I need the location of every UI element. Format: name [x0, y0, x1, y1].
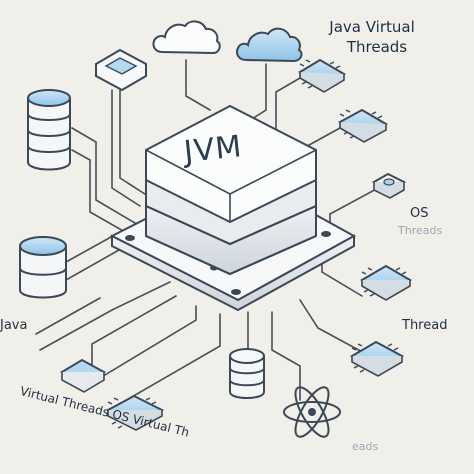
cpu-chip-icon	[298, 58, 346, 93]
disk-node-icon	[371, 172, 407, 199]
threads-fragment-label: eads	[352, 440, 379, 453]
database-icon	[27, 89, 71, 171]
cpu-chip-icon	[349, 340, 405, 377]
cloud-icon	[236, 27, 303, 63]
jvm-server-stack-icon	[145, 104, 317, 276]
os-label: OS	[410, 206, 429, 221]
cpu-chip-icon	[337, 108, 389, 143]
cube-node-icon	[59, 358, 107, 393]
os-threads-label: Threads	[398, 224, 443, 237]
cpu-chip-icon	[360, 264, 412, 301]
cpu-chip-icon	[105, 394, 165, 431]
title-line-2: Threads	[346, 38, 408, 56]
jvm-label: JVM	[182, 129, 244, 170]
title-line-1: Java Virtual	[329, 18, 415, 36]
connection-lines	[35, 59, 383, 401]
database-icon	[229, 348, 265, 399]
database-icon	[19, 236, 67, 299]
cloud-icon	[152, 20, 221, 55]
atom-icon	[283, 386, 341, 438]
java-label: Java	[0, 318, 28, 333]
thread-label: Thread	[402, 318, 448, 333]
cube-node-icon	[95, 48, 147, 92]
